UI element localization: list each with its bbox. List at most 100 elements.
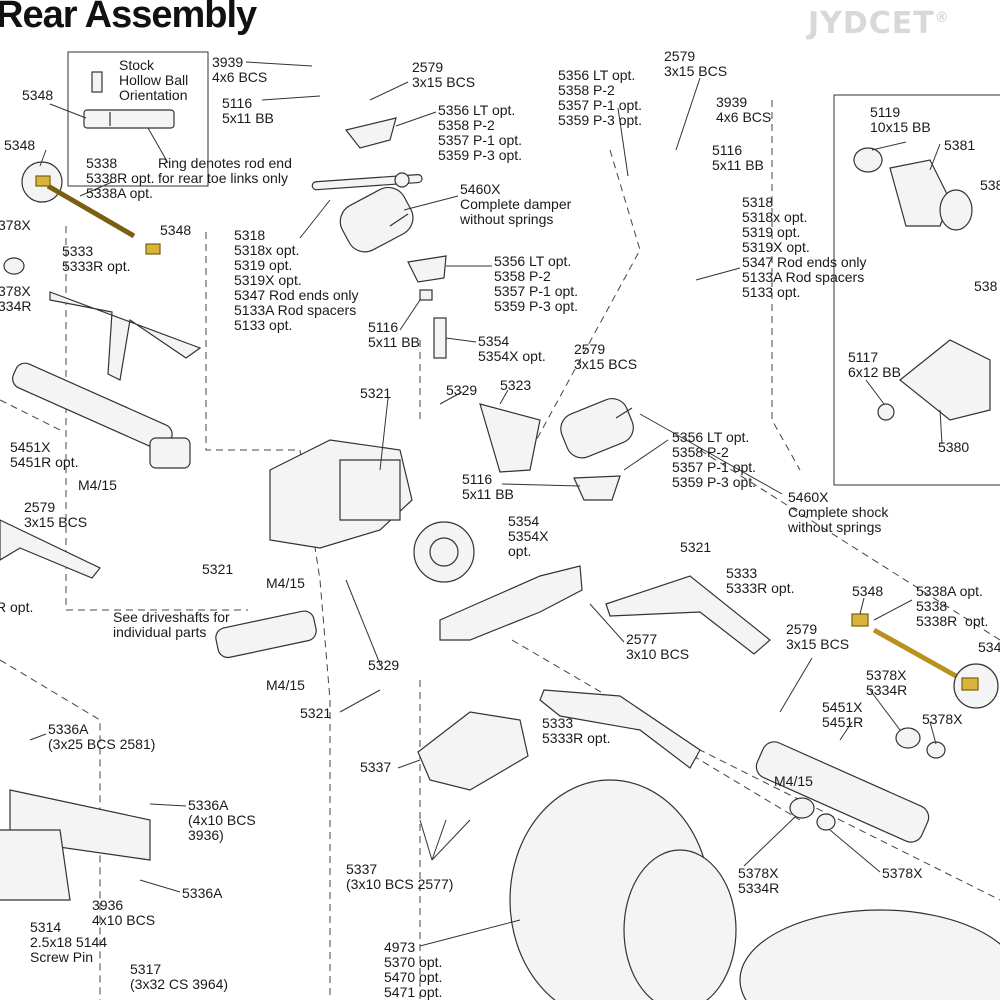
callout-line: 5319X opt. bbox=[742, 239, 810, 255]
callout-line: 5470 opt. bbox=[384, 969, 443, 985]
callout-line: 5358 P-2 bbox=[438, 117, 495, 133]
callout-line: 5356 LT opt. bbox=[672, 429, 750, 445]
callout-line: (3x32 CS 3964) bbox=[130, 976, 229, 992]
callout-leader-lines bbox=[29, 61, 943, 947]
callout-line: Hollow Ball bbox=[119, 72, 189, 88]
callout-line: 5354 bbox=[478, 333, 510, 349]
callout-line: Screw Pin bbox=[30, 949, 94, 965]
callout-line: 5359 P-3 opt. bbox=[438, 147, 523, 163]
callout-line: 5333R opt. bbox=[62, 258, 131, 274]
brand-watermark: JYDCET® bbox=[808, 6, 950, 41]
callout-5321d: 5321 bbox=[300, 706, 331, 721]
callout-line: 5359 P-3 opt. bbox=[494, 298, 579, 314]
callout-line: 5336A bbox=[188, 797, 229, 813]
callout-line: 4x6 BCS bbox=[716, 109, 772, 125]
callout-line: 5460X bbox=[788, 489, 829, 505]
differential-inset-box bbox=[833, 94, 1000, 486]
callout-line: 5451X bbox=[10, 439, 51, 455]
callout-line: 5333R opt. bbox=[542, 730, 611, 746]
callout-line: 5321 bbox=[300, 705, 332, 721]
callout-line: 3x15 BCS bbox=[24, 514, 88, 530]
callout-line: 538 bbox=[974, 278, 998, 294]
callout-line: 5338A opt. bbox=[86, 185, 153, 201]
callout-line: 5348 bbox=[160, 222, 192, 238]
callout-line: 5378X bbox=[866, 667, 907, 683]
callout-line: 5471 opt. bbox=[384, 984, 443, 1000]
callout-5317: 5317(3x32 CS 3964) bbox=[130, 962, 228, 992]
callout-line: Ring denotes rod end bbox=[158, 155, 292, 171]
callout-5348a: 5348 bbox=[22, 88, 53, 103]
callout-line: Complete shock bbox=[788, 504, 889, 520]
callout-line: 5378X bbox=[738, 865, 779, 881]
callout-line: 5359 P-3 opt. bbox=[672, 474, 757, 490]
callout-line: 5133A Rod spacers bbox=[234, 302, 357, 318]
callout-line: Complete damper bbox=[460, 196, 572, 212]
callout-line: 5451X bbox=[822, 699, 863, 715]
callout-line: 5133 opt. bbox=[742, 284, 801, 300]
callout-line: 5357 P-1 opt. bbox=[672, 459, 757, 475]
callout-line: 5338R opt. bbox=[916, 613, 989, 629]
callout-line: 5317 bbox=[130, 961, 162, 977]
callout-5329a: 5329 bbox=[446, 383, 477, 398]
callout-line: M4/15 bbox=[266, 575, 305, 591]
callout-538b: 538 bbox=[974, 279, 997, 294]
callout-line: 5354X bbox=[508, 528, 549, 544]
callout-line: See driveshafts for bbox=[113, 609, 230, 625]
callout-line: 5333 bbox=[726, 565, 758, 581]
callout-5321b: 5321 bbox=[680, 540, 711, 555]
callout-line: 5323 bbox=[500, 377, 532, 393]
callout-line: 6x12 BB bbox=[848, 364, 901, 380]
callout-line: 5380 bbox=[938, 439, 970, 455]
callout-line: 5356 LT opt. bbox=[558, 67, 636, 83]
callout-m415a: M4/15 bbox=[78, 478, 117, 493]
callout-line: 5354X opt. bbox=[478, 348, 546, 364]
callout-line: opt. bbox=[508, 543, 532, 559]
callout-line: 5460X bbox=[460, 181, 501, 197]
callout-line: 3x10 BCS bbox=[626, 646, 690, 662]
callout-line: 5451R opt. bbox=[10, 454, 79, 470]
callout-line: 5348 bbox=[4, 137, 36, 153]
callout-line: 4973 bbox=[384, 939, 416, 955]
callout-line: 5337 bbox=[346, 861, 378, 877]
callout-line: 5321 bbox=[360, 385, 392, 401]
callout-line: 5347 Rod ends only bbox=[742, 254, 867, 270]
callout-line: 5356 LT opt. bbox=[438, 102, 516, 118]
callout-line: 5318 bbox=[234, 227, 266, 243]
callout-line: 5318 bbox=[742, 194, 774, 210]
callout-line: M4/15 bbox=[266, 677, 305, 693]
callout-line: 5378X bbox=[922, 711, 963, 727]
rod-end-orientation-inset bbox=[67, 51, 209, 187]
callout-line: 5333R opt. bbox=[726, 580, 795, 596]
callout-line: 5116 bbox=[462, 471, 493, 487]
callout-line: for rear toe links only bbox=[158, 170, 288, 186]
callout-line: (3x10 BCS 2577) bbox=[346, 876, 454, 892]
callout-line: 4x10 BCS bbox=[92, 912, 156, 928]
callout-line: 5318x opt. bbox=[742, 209, 808, 225]
callout-line: 4x6 BCS bbox=[212, 69, 268, 85]
callout-m415b: M4/15 bbox=[266, 576, 305, 591]
callout-line: 5381 bbox=[944, 137, 976, 153]
callout-line: 5314 bbox=[30, 919, 62, 935]
callout-line: 5x11 BB bbox=[222, 110, 274, 126]
